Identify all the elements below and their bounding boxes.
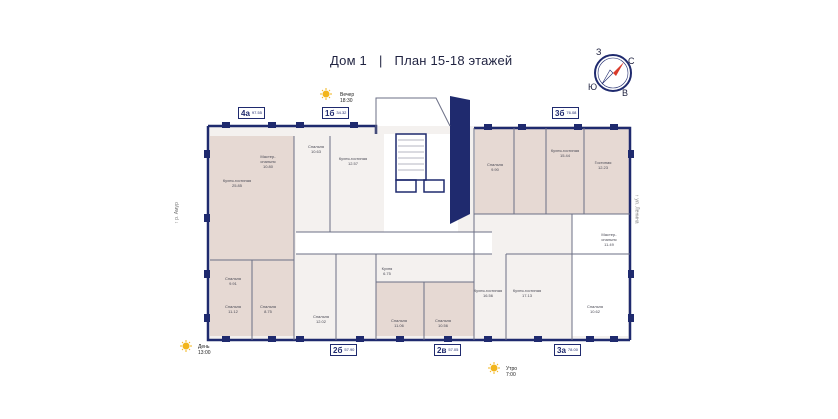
apartment-tag-3a[interactable]: 3а 78.00	[554, 344, 581, 356]
compass	[590, 50, 636, 96]
compass-east: В	[622, 88, 629, 98]
apartment-label: 3а	[557, 345, 566, 355]
street-label-right: ↑ ул. Ленина	[633, 194, 640, 224]
apartment-tag-3b[interactable]: 3б 76.08	[552, 107, 580, 119]
apartment-tag-2b[interactable]: 2б 57.90	[330, 344, 358, 356]
apartment-area: 57.90	[344, 347, 355, 352]
apartment-area: 97.55	[251, 110, 262, 115]
apartment-label: 4а	[241, 108, 250, 118]
house-title: Дом 1	[330, 53, 367, 68]
apartment-label: 2б	[333, 345, 343, 355]
apartment-area: 76.08	[566, 110, 577, 115]
page-title: Дом 1 | План 15-18 этажей	[330, 53, 512, 68]
apartment-area: 34.32	[336, 110, 347, 115]
street-label-left: ↑ р. Амур	[173, 202, 180, 224]
apartment-tag-1b[interactable]: 1б 34.32	[322, 107, 350, 119]
title-separator: |	[378, 53, 383, 68]
apartment-area: 57.05	[448, 347, 459, 352]
sun-icon	[180, 340, 192, 352]
compass-west: З	[596, 47, 602, 57]
compass-icon	[594, 54, 632, 92]
apartment-label: 1б	[325, 108, 335, 118]
compass-south: Ю	[588, 82, 598, 92]
compass-north: С	[628, 56, 635, 66]
apartment-tag-2v[interactable]: 2в 57.05	[434, 344, 462, 356]
apartment-tag-4a[interactable]: 4а 97.55	[238, 107, 265, 119]
apartment-label: 3б	[555, 108, 565, 118]
apartment-area: 78.00	[567, 347, 578, 352]
plan-title: План 15-18 этажей	[394, 53, 513, 68]
sun-icon	[488, 362, 500, 374]
apartment-label: 2в	[437, 345, 447, 355]
sun-icon	[320, 88, 332, 100]
